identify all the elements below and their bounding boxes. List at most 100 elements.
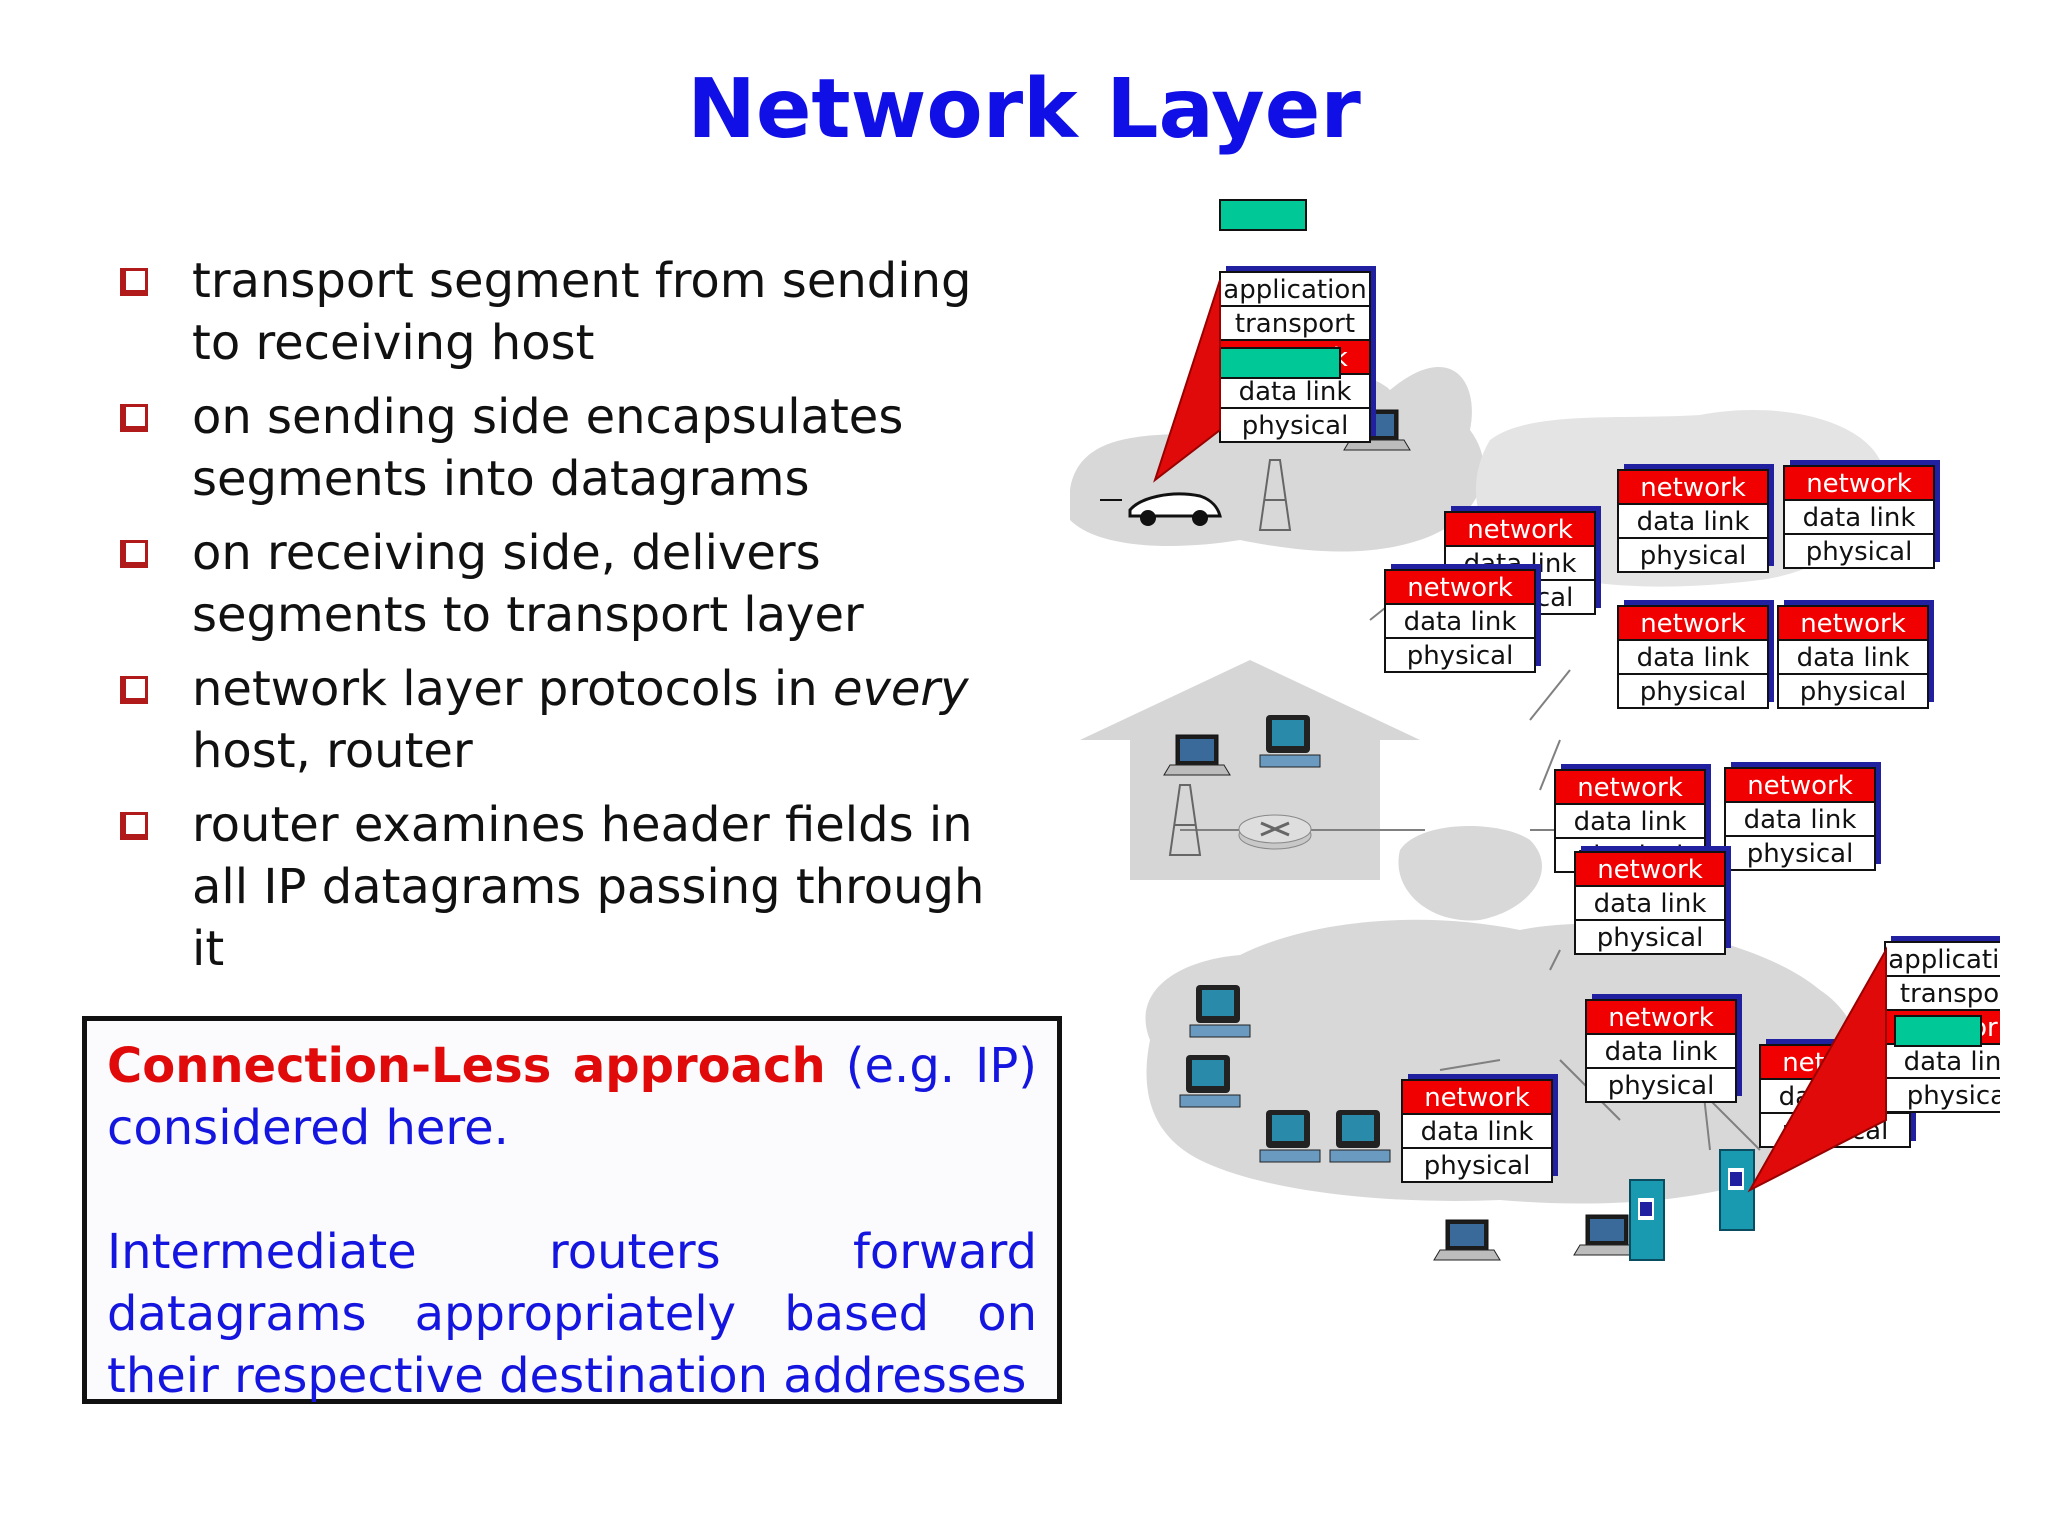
stack-layer-box — [1384, 603, 1536, 639]
stack-layer-box — [1777, 673, 1929, 709]
router-icon — [1238, 814, 1312, 850]
desktop-base — [1329, 1149, 1391, 1163]
stack-layer-box — [1574, 851, 1726, 887]
home-network-house — [1080, 660, 1420, 880]
bullet-item: on receiving side, delivers segments to … — [112, 522, 992, 646]
laptop-icon — [1163, 734, 1231, 776]
link-line — [1539, 739, 1561, 791]
stack-layer-box — [1585, 1067, 1737, 1103]
link-line — [1439, 1059, 1501, 1071]
stack-layer-box — [1401, 1147, 1553, 1183]
stack-layer-label: data link — [1404, 607, 1517, 637]
stack-layer-label: network — [1747, 771, 1853, 801]
stack-layer-box — [1617, 639, 1769, 675]
stack-layer-box — [1724, 835, 1876, 871]
desktop-base — [1179, 1094, 1241, 1108]
stack-layer-label: data link — [1803, 503, 1916, 533]
segment-box — [1219, 199, 1307, 231]
network-diagram: application transport network data link phys… — [1070, 199, 2000, 1261]
stack-layer-label: application — [1888, 945, 2000, 975]
stack-layer-label: data link — [1421, 1117, 1534, 1147]
desktop-base — [1259, 1149, 1321, 1163]
stack-layer-box — [1617, 605, 1769, 641]
square-bullet-icon — [120, 812, 148, 840]
callout-pointer-sender — [1153, 279, 1221, 483]
tower-frame — [1258, 459, 1292, 531]
datagram-box — [1209, 347, 1341, 379]
laptop-display — [1180, 739, 1214, 761]
stack-layer-box — [1574, 919, 1726, 955]
stack-layer-label: network — [1424, 1083, 1530, 1113]
monitor-display — [1272, 720, 1304, 746]
stack-layer-label: data link — [1239, 377, 1352, 407]
stack-layer-box — [1617, 503, 1769, 539]
stack-layer-label: physical — [1640, 541, 1747, 571]
desktop-icon — [1329, 1110, 1391, 1163]
car-wheel — [1140, 510, 1156, 526]
stack-layer-box — [1219, 407, 1371, 443]
laptop-icon — [1433, 1219, 1501, 1261]
stack-layer-box — [1617, 537, 1769, 573]
router-stack: network data link physical — [1401, 1074, 1558, 1183]
server-icon — [1719, 1149, 1755, 1231]
square-bullet-icon — [120, 268, 148, 296]
stack-layer-label: network — [1608, 1003, 1714, 1033]
stack-layer-box — [1777, 605, 1929, 641]
server-slot — [1730, 1172, 1742, 1186]
sender-host-stack: applicationtransportnetworkdata linkphys… — [1219, 266, 1376, 443]
stack-layer-label: application — [1223, 275, 1366, 305]
connectionless-callout: Connection-Less approach (e.g. IP) consi… — [82, 1016, 1062, 1404]
router-stack: network data link physical — [1617, 464, 1774, 573]
stack-layer-label: physical — [1407, 641, 1514, 671]
stack-layer-label: data link — [1744, 805, 1857, 835]
stack-layer-label: physical — [1242, 411, 1349, 441]
stack-layer-label: transport — [1900, 979, 2000, 1009]
stack-layer-box — [1783, 533, 1935, 569]
stack-layer-box — [1401, 1079, 1553, 1115]
stack-layer-label: network — [1640, 473, 1746, 503]
laptop-icon — [1573, 1214, 1641, 1256]
desktop-base — [1259, 754, 1321, 768]
tower-frame — [1168, 784, 1202, 856]
stack-layer-label: data link — [1797, 643, 1910, 673]
cloud-router-blob — [1398, 826, 1542, 921]
square-bullet-icon — [120, 404, 148, 432]
stack-layer-label: data link — [1637, 507, 1750, 537]
monitor-display — [1202, 990, 1234, 1016]
stack-layer-label: data link — [1904, 1047, 2000, 1077]
square-bullet-icon — [120, 676, 148, 704]
stack-layer-label: transport — [1235, 309, 1355, 339]
stack-layer-label: data link — [1605, 1037, 1718, 1067]
desktop-base — [1189, 1024, 1251, 1038]
bullet-item: on sending side encapsulates segments in… — [112, 386, 992, 510]
bullet-item: network layer protocols in every host, r… — [112, 658, 992, 782]
monitor-display — [1192, 1060, 1224, 1086]
bullet-list: transport segment from sending to receiv… — [112, 250, 992, 992]
stack-layer-box — [1884, 975, 2000, 1011]
stack-layer-label: physical — [1597, 923, 1704, 953]
desktop-icon — [1259, 1110, 1321, 1163]
link-line — [1529, 669, 1571, 721]
stack-layer-label: data link — [1637, 643, 1750, 673]
server-case — [1629, 1179, 1665, 1261]
desktop-icon — [1179, 1055, 1241, 1108]
stack-layer-label: network — [1577, 773, 1683, 803]
router-arrows — [1260, 821, 1290, 837]
stack-layer-label: network — [1640, 609, 1746, 639]
stack-layer-box — [1884, 941, 2000, 977]
server-icon — [1629, 1179, 1665, 1261]
laptop-base — [1163, 764, 1231, 776]
cell-tower-icon — [1258, 459, 1292, 531]
laptop-base — [1433, 1249, 1501, 1261]
link-line — [1549, 949, 1561, 971]
slide-title: Network Layer — [687, 62, 1361, 157]
stack-layer-box — [1783, 465, 1935, 501]
stack-layer-label: physical — [1424, 1151, 1531, 1181]
stack-layer-box — [1554, 803, 1706, 839]
stack-layer-label: network — [1597, 855, 1703, 885]
stack-layer-label: data link — [1574, 807, 1687, 837]
server-slot — [1640, 1202, 1652, 1216]
